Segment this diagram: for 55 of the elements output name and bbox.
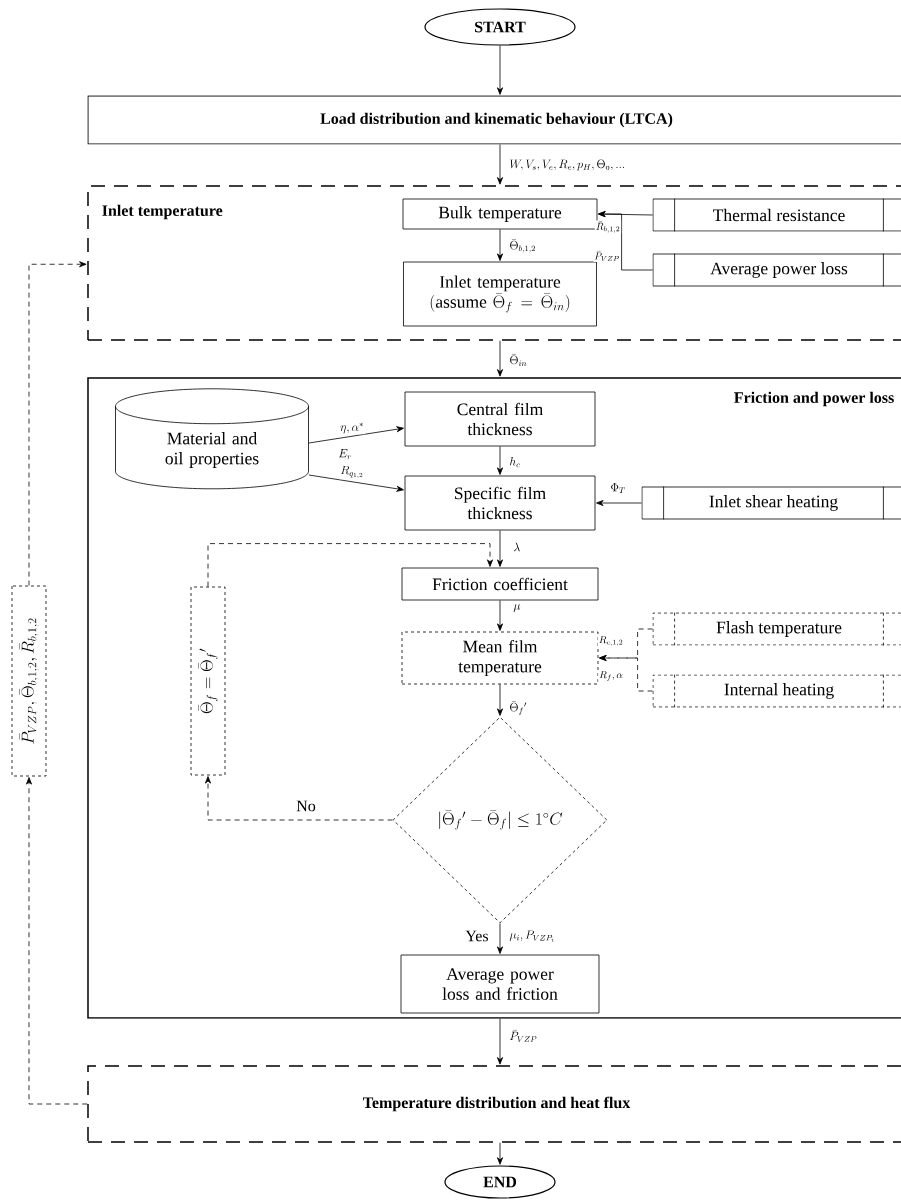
edge-label: $\bar{\Theta}_f{}'$ xyxy=(508,700,528,716)
label: $E_r$ xyxy=(338,449,351,460)
edge-label: $\lambda$ xyxy=(512,541,522,553)
arrow xyxy=(497,1018,503,1065)
process-box: Inlet temperature $(\mbox{assume } \bar{\Theta}_f=\bar{\Theta}_{in})$ xyxy=(403,261,597,327)
edge-label: $\bar{P}_{VZP}$ xyxy=(593,250,621,262)
edge-label: $R_{q_{1,2}}$ xyxy=(339,464,365,480)
assignment-box: $\bar{\Theta}_f=\bar{\Theta}_f{}'$ xyxy=(190,586,226,776)
arrow xyxy=(205,776,393,821)
arrow xyxy=(28,261,87,586)
label: $\mu_i,P_{VZP_i}$ xyxy=(509,930,554,942)
arrow xyxy=(497,1142,503,1165)
arrow xyxy=(497,229,503,261)
arrow xyxy=(599,655,653,692)
process-box: Friction coefficient xyxy=(401,567,599,601)
predefined-process-box: Flash temperature xyxy=(652,612,901,646)
edge-label: Yes xyxy=(464,929,490,943)
arrow xyxy=(497,340,503,377)
edge-label: $R_f,\alpha$ xyxy=(598,670,624,682)
process-box: Load distribution and kinematic behaviour (LTCA) xyxy=(87,95,901,145)
edge-label: $W,V_s,V_e,R_e,p_H,\Theta_{\mathrm{o}},...$ xyxy=(508,158,627,172)
predefined-process-box: Inlet shear heating xyxy=(641,486,901,520)
edge-label: $\eta,\alpha^*$ xyxy=(339,421,365,435)
arrow xyxy=(26,777,88,1105)
arrow xyxy=(596,500,642,506)
process-box: Specific film thickness xyxy=(404,475,596,531)
edge-label: $\bar{\Theta}_{b,1,2}$ xyxy=(508,238,537,254)
arrow xyxy=(308,474,404,492)
edge-label: $\bar{\Theta}_{in}$ xyxy=(508,353,529,367)
arrow xyxy=(497,923,503,954)
arrow xyxy=(598,211,653,271)
edge-label: $R_{c,1,2}$ xyxy=(597,635,625,647)
edge-label: $\mu$ xyxy=(512,603,522,613)
assignment-box: $\bar{P}_{VZP},\bar{\Theta}_{b,1,2},\bar{R}_{b,1,2}$ xyxy=(11,585,47,777)
process-box: Mean film temperature xyxy=(401,631,599,685)
predefined-process-box: Average power loss xyxy=(652,253,901,287)
arrow xyxy=(497,446,503,475)
process-box: Central film thickness xyxy=(404,391,596,447)
arrow xyxy=(308,426,404,444)
predefined-process-box: Internal heating xyxy=(652,674,901,708)
database-cylinder: Material and oil properties xyxy=(115,388,309,490)
edge-label: $h_c$ xyxy=(508,455,522,469)
edge-label: No xyxy=(295,799,317,813)
edge-label: $\bar{R}_{b,1,2}$ xyxy=(594,220,622,234)
predefined-process-box: Thermal resistance xyxy=(652,198,901,232)
stage-frame: Temperature distribution and heat flux xyxy=(87,1065,901,1143)
arrow xyxy=(207,543,493,587)
process-box: Average power loss and friction xyxy=(400,954,600,1014)
arrow xyxy=(497,45,503,95)
arrow xyxy=(497,600,503,631)
arrow xyxy=(497,684,503,716)
arrow xyxy=(497,144,503,185)
edge-label: $\Phi_T$ xyxy=(609,482,627,494)
edge-label: $\bar{P}_{VZP}$ xyxy=(508,1029,539,1043)
arrow xyxy=(497,530,503,567)
